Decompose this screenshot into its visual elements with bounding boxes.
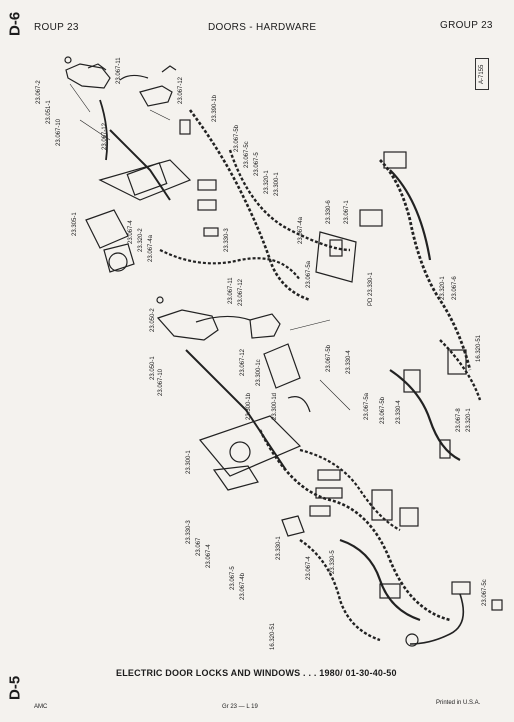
- callout-label: 23.067-6: [452, 276, 458, 300]
- callout-label: 23.067-5c: [482, 579, 488, 606]
- callout-label: 23.067-4a: [298, 216, 304, 244]
- callout-label: 23.067-12: [238, 278, 244, 306]
- callout-label: 23.067-4: [128, 220, 134, 244]
- callout-label: 23.330-1: [276, 536, 282, 560]
- callout-label: 16.320-51: [270, 622, 276, 650]
- callout-label: 23.067-5: [254, 152, 260, 176]
- footer-center: Gr 23 — L 19: [222, 704, 258, 710]
- callout-label: 23.320-1: [264, 170, 270, 194]
- header-center: DOORS - HARDWARE: [208, 22, 317, 33]
- callout-label: 23.330-4: [346, 350, 352, 374]
- callout-label: 23.300-1: [274, 172, 280, 196]
- callout-label: 23.067-8: [456, 408, 462, 432]
- callout-label: 23.067-5c: [244, 141, 250, 168]
- callout-label: 23.330-3: [186, 520, 192, 544]
- callout-label: 23.067-10: [158, 368, 164, 396]
- callout-label: 23.330-5: [330, 550, 336, 574]
- figure-caption: ELECTRIC DOOR LOCKS AND WINDOWS . . . 19…: [116, 668, 397, 678]
- callout-label: 23.330-4: [396, 400, 402, 424]
- callout-label: 23.067-11: [228, 277, 234, 304]
- callout-label: 23.067: [196, 537, 202, 556]
- callout-label: 23.067-5b: [380, 396, 386, 424]
- callout-label: 23.050-1: [150, 356, 156, 380]
- callout-label: 23.067-4: [206, 544, 212, 568]
- callout-label: 23.320-1: [466, 408, 472, 432]
- callout-label: 23.330-6: [326, 200, 332, 224]
- callout-label: 23.305-1: [72, 212, 78, 236]
- callout-label: 23.067-4a: [148, 234, 154, 262]
- callout-label: 23.320-2: [138, 228, 144, 252]
- callout-label: 23.300-1: [186, 450, 192, 474]
- callout-label: 23.300-1c: [256, 359, 262, 386]
- callout-label: 23.067-2: [36, 80, 42, 104]
- footer-right: Printed in U.S.A.: [436, 700, 481, 706]
- header-left: ROUP 23: [34, 22, 79, 33]
- callout-label: 23.330-3: [224, 228, 230, 252]
- callout-label: 23.067-5: [230, 566, 236, 590]
- callout-label: 16.320-51: [476, 334, 482, 362]
- callout-label: 23.067-5a: [364, 392, 370, 420]
- callout-label: PD 23.330-1: [368, 272, 374, 306]
- callout-label: 23.051-1: [46, 100, 52, 124]
- header-right: GROUP 23: [440, 20, 493, 31]
- callout-label: 23.067-11: [116, 57, 122, 84]
- callout-label: 23.050-2: [150, 308, 156, 332]
- callout-label: 23.067-5b: [234, 124, 240, 152]
- callout-label: 23.067-12: [178, 76, 184, 104]
- callout-label: 23.300-1b: [246, 392, 252, 420]
- section-tab-bottom: D-5: [6, 675, 24, 701]
- callout-label: 23.067-10: [56, 118, 62, 146]
- callout-label: 23.067-12: [240, 348, 246, 376]
- callout-label: 23.300-1d: [272, 392, 278, 420]
- callout-label: 23.067-4: [306, 556, 312, 580]
- callout-label: 23.067-12: [102, 122, 108, 150]
- callout-label: 23.067-4b: [240, 572, 246, 600]
- callout-label: 23.067-5b: [326, 344, 332, 372]
- footer-left: AMC: [34, 704, 48, 710]
- callout-label: 23.320-1: [440, 276, 446, 300]
- callout-label: 23.067-1: [344, 200, 350, 224]
- callout-label: 23.067-5a: [306, 260, 312, 288]
- callout-label: 23.390-1b: [212, 94, 218, 122]
